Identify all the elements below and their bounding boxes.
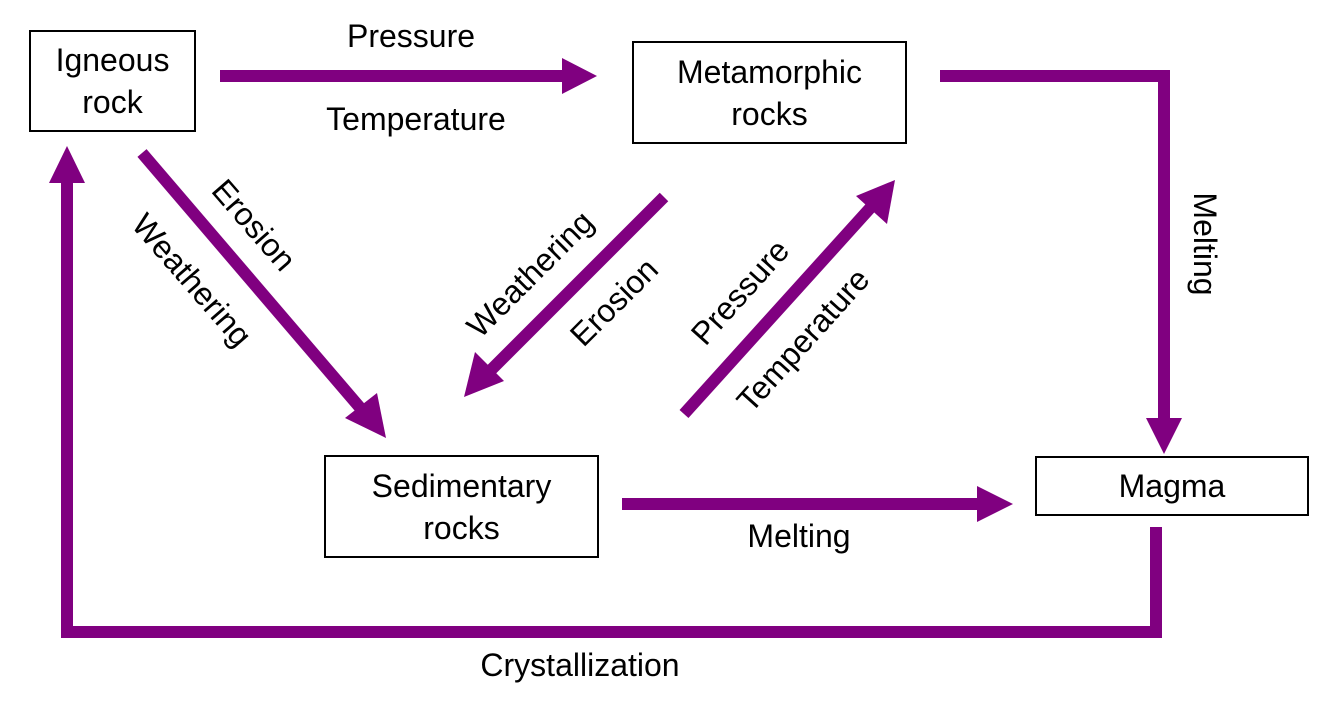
- node-sedimentary-rocks-label: Sedimentary rocks: [371, 467, 552, 546]
- arrow-igneous-to-sedimentary-shaft: [137, 149, 367, 414]
- label-metamorphic-to-magma-melting: Melting: [1187, 192, 1223, 296]
- node-igneous-rock: Igneous rock: [29, 30, 196, 132]
- label-igneous-to-metamorphic-temperature: Temperature: [326, 101, 506, 137]
- arrow-magma-to-igneous-head: [49, 146, 85, 183]
- node-sedimentary-rocks: Sedimentary rocks: [324, 455, 599, 558]
- arrows-layer: [49, 58, 1182, 638]
- node-magma-label: Magma: [1118, 468, 1226, 504]
- node-magma: Magma: [1035, 456, 1309, 516]
- arrow-metamorphic-to-sedimentary-head: [464, 352, 504, 397]
- arrow-magma-to-igneous-shaft: [61, 178, 1162, 638]
- arrow-sedimentary-to-magma-head: [977, 486, 1013, 522]
- label-sedimentary-to-magma-melting: Melting: [747, 518, 851, 554]
- arrow-igneous-to-metamorphic-head: [562, 58, 597, 94]
- node-metamorphic-rocks: Metamorphic rocks: [632, 41, 907, 144]
- arrow-metamorphic-to-magma-head: [1146, 418, 1182, 454]
- arrow-metamorphic-to-sedimentary-shaft: [481, 192, 669, 380]
- arrow-sedimentary-to-metamorphic-shaft: [679, 201, 877, 419]
- arrow-sedimentary-to-metamorphic-head: [856, 180, 895, 224]
- label-magma-to-igneous-crystallization: Crystallization: [480, 647, 680, 683]
- arrow-igneous-to-sedimentary-head: [345, 393, 386, 438]
- label-igneous-to-metamorphic-pressure: Pressure: [346, 18, 476, 54]
- arrow-metamorphic-to-magma-shaft: [940, 70, 1170, 420]
- node-igneous-rock-label: Igneous rock: [55, 42, 170, 120]
- node-metamorphic-rocks-label: Metamorphic rocks: [677, 53, 862, 132]
